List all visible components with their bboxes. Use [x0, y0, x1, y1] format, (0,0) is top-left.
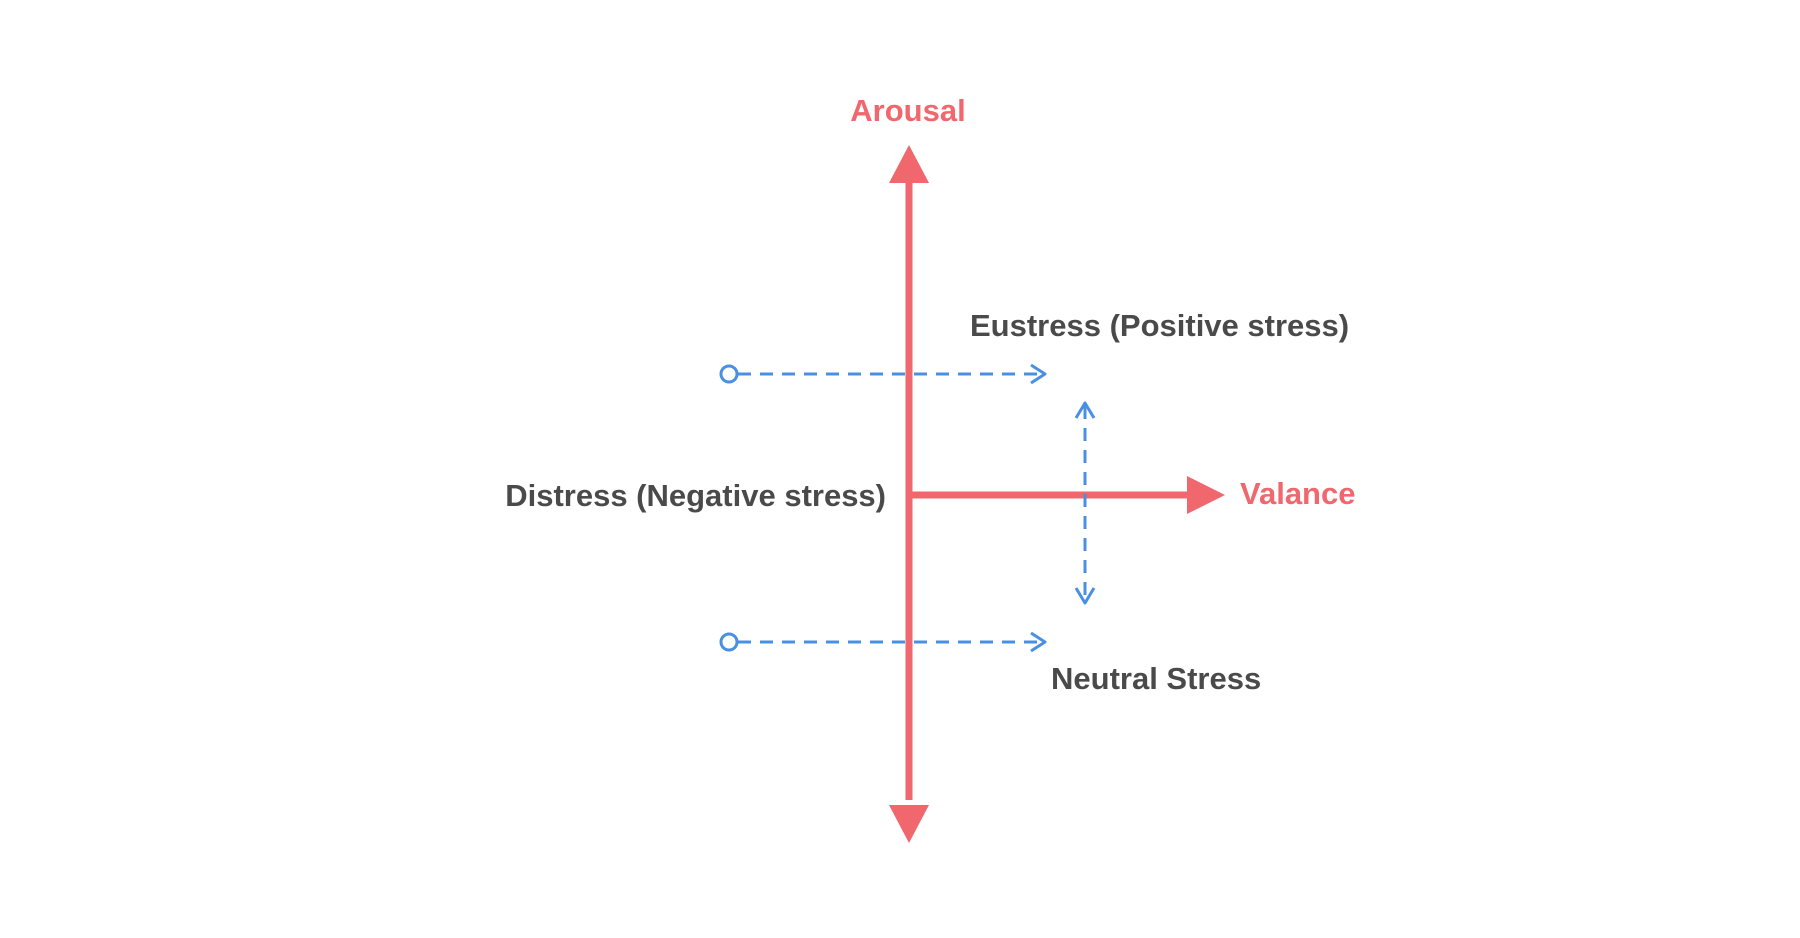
upper-dashed-arrow-head — [1030, 363, 1047, 385]
arousal-axis-up-arrowhead — [889, 145, 929, 183]
upper-arrow-origin-circle — [719, 364, 739, 384]
lower-arrow-origin-circle — [719, 632, 739, 652]
valance-axis-arrowhead — [1187, 476, 1225, 514]
eustress-label: Eustress (Positive stress) — [970, 308, 1349, 343]
arousal-label: Arousal — [850, 93, 965, 128]
lower-dashed-arrow-head — [1030, 631, 1047, 653]
vertical-dashed-arrow-up-head — [1074, 401, 1096, 419]
distress-label: Distress (Negative stress) — [505, 478, 886, 513]
valance-label: Valance — [1240, 476, 1355, 511]
neutral-stress-label: Neutral Stress — [1051, 661, 1261, 696]
vertical-dashed-arrow-down-head — [1074, 587, 1096, 605]
arousal-axis-down-arrowhead — [889, 805, 929, 843]
